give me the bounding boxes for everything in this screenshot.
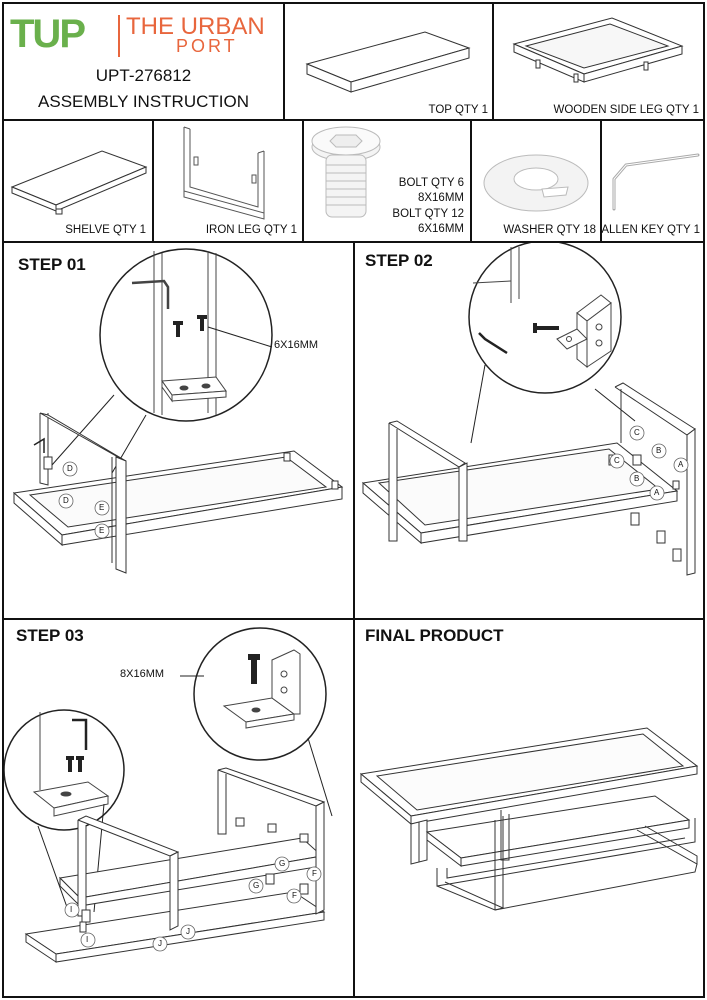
bolt-icon bbox=[311, 126, 381, 218]
part-side-leg-panel: WOODEN SIDE LEG QTY 1 bbox=[492, 2, 705, 121]
step-02-panel: STEP 02 bbox=[353, 241, 705, 620]
step-03-bolt-callout: 8X16MM bbox=[120, 668, 165, 680]
shelve-illustration bbox=[10, 150, 148, 215]
part-top-panel: TOP QTY 1 bbox=[283, 2, 494, 121]
logo-name-line1: THE URBAN bbox=[126, 13, 265, 40]
final-product-panel: FINAL PRODUCT bbox=[353, 618, 705, 998]
step-02-marker-c1: C bbox=[634, 428, 640, 437]
step-03-marker-g2: G bbox=[253, 881, 260, 890]
header-panel: TUP THE URBAN PORT UPT-276812 ASSEMBLY I… bbox=[2, 2, 285, 121]
bolt-qty-2: BOLT QTY 12 bbox=[392, 208, 464, 220]
bolt-size-2: 6X16MM bbox=[417, 223, 464, 235]
step-03-marker-f1: F bbox=[312, 869, 317, 878]
part-washer-panel: WASHER QTY 18 bbox=[470, 119, 602, 243]
logo-divider bbox=[118, 15, 120, 57]
part-allen-key-panel: ALLEN KEY QTY 1 bbox=[600, 119, 705, 243]
bolt-qty-1: BOLT QTY 6 bbox=[398, 177, 464, 189]
step-01-diagram bbox=[12, 248, 344, 574]
step-03-panel: STEP 03 bbox=[2, 618, 355, 998]
step-02-title: STEP 02 bbox=[365, 251, 433, 270]
model-number: UPT-276812 bbox=[95, 66, 192, 85]
part-side-leg-label: WOODEN SIDE LEG QTY 1 bbox=[553, 104, 700, 116]
step-03-marker-i1: I bbox=[70, 905, 73, 914]
step-01-panel: STEP 01 bbox=[2, 241, 355, 620]
final-product-diagram bbox=[359, 727, 699, 911]
step-01-title: STEP 01 bbox=[18, 255, 86, 274]
step-03-diagram bbox=[4, 627, 333, 963]
part-washer-label: WASHER QTY 18 bbox=[503, 224, 596, 236]
bolt-size-1: 8X16MM bbox=[417, 192, 464, 204]
step-02-marker-a2: A bbox=[654, 488, 660, 497]
step-03-marker-j2: J bbox=[158, 939, 162, 948]
allen-key-icon bbox=[612, 153, 700, 211]
step-01-marker-d2: D bbox=[63, 496, 69, 505]
brand-logo: TUP THE URBAN PORT bbox=[10, 12, 283, 62]
step-02-marker-b2: B bbox=[634, 474, 640, 483]
washer-icon bbox=[483, 154, 589, 212]
part-iron-leg-label: IRON LEG QTY 1 bbox=[205, 224, 297, 236]
part-shelve-panel: SHELVE QTY 1 bbox=[2, 119, 154, 243]
logo-letters: TUP bbox=[10, 12, 86, 56]
step-01-bolt-callout: 6X16MM bbox=[274, 339, 319, 351]
part-top-label: TOP QTY 1 bbox=[428, 104, 488, 116]
step-02-marker-c2: C bbox=[614, 456, 620, 465]
step-03-marker-f2: F bbox=[292, 891, 297, 900]
step-03-title: STEP 03 bbox=[16, 626, 84, 645]
step-03-marker-g1: G bbox=[279, 859, 286, 868]
final-product-title: FINAL PRODUCT bbox=[365, 626, 504, 645]
part-shelve-label: SHELVE QTY 1 bbox=[65, 224, 146, 236]
part-bolt-panel: BOLT QTY 6 8X16MM BOLT QTY 12 6X16MM bbox=[302, 119, 472, 243]
step-02-marker-b1: B bbox=[656, 446, 662, 455]
part-allen-key-label: ALLEN KEY QTY 1 bbox=[601, 224, 700, 236]
wooden-side-leg-illustration bbox=[512, 17, 684, 83]
step-03-marker-i2: I bbox=[86, 935, 89, 944]
step-02-marker-a1: A bbox=[678, 460, 684, 469]
step-01-marker-d1: D bbox=[67, 464, 73, 473]
step-02-diagram bbox=[361, 243, 696, 576]
logo-name-line2: PORT bbox=[176, 36, 238, 56]
step-01-marker-e1: E bbox=[99, 503, 105, 512]
part-iron-leg-panel: IRON LEG QTY 1 bbox=[152, 119, 304, 243]
iron-leg-illustration bbox=[183, 126, 265, 220]
step-03-marker-j1: J bbox=[186, 927, 190, 936]
assembly-title: ASSEMBLY INSTRUCTION bbox=[38, 92, 249, 111]
step-01-marker-e2: E bbox=[99, 526, 105, 535]
top-board-illustration bbox=[305, 31, 471, 93]
